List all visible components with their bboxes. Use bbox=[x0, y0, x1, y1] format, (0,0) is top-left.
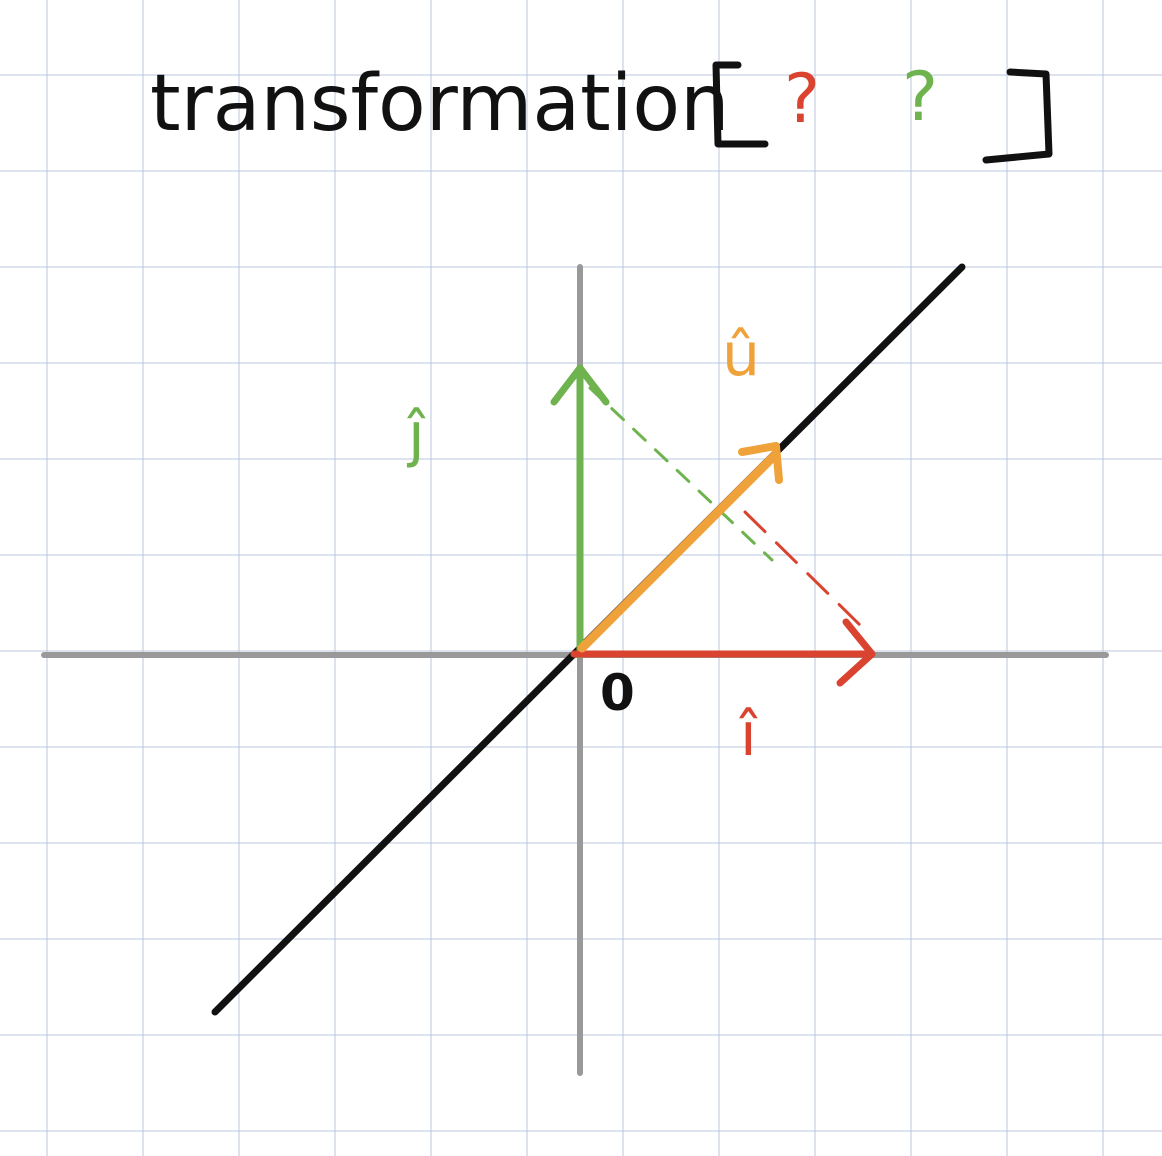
u-hat-label: û bbox=[722, 320, 760, 390]
title-text: transformation bbox=[150, 59, 730, 149]
i-hat-vector bbox=[570, 618, 876, 687]
i-projection-line bbox=[743, 510, 862, 627]
i-hat-arrowhead bbox=[836, 618, 876, 687]
j-projection-line bbox=[588, 386, 774, 562]
u-hat-arrowhead bbox=[738, 442, 783, 484]
origin-label: 0 bbox=[600, 664, 635, 722]
matrix-entry-2: ? bbox=[902, 58, 938, 137]
title-group: transformation ? ? bbox=[150, 58, 1053, 164]
j-hat-label: ĵ bbox=[406, 400, 426, 470]
i-hat-label: î bbox=[739, 700, 758, 770]
u-hat-vector bbox=[577, 442, 783, 653]
bracket-close bbox=[982, 68, 1053, 164]
j-hat-vector bbox=[550, 364, 610, 659]
j-hat-arrowhead bbox=[550, 364, 610, 406]
matrix-entry-1: ? bbox=[784, 60, 820, 139]
bracket-open bbox=[712, 61, 769, 148]
u-hat-shaft bbox=[577, 450, 780, 653]
